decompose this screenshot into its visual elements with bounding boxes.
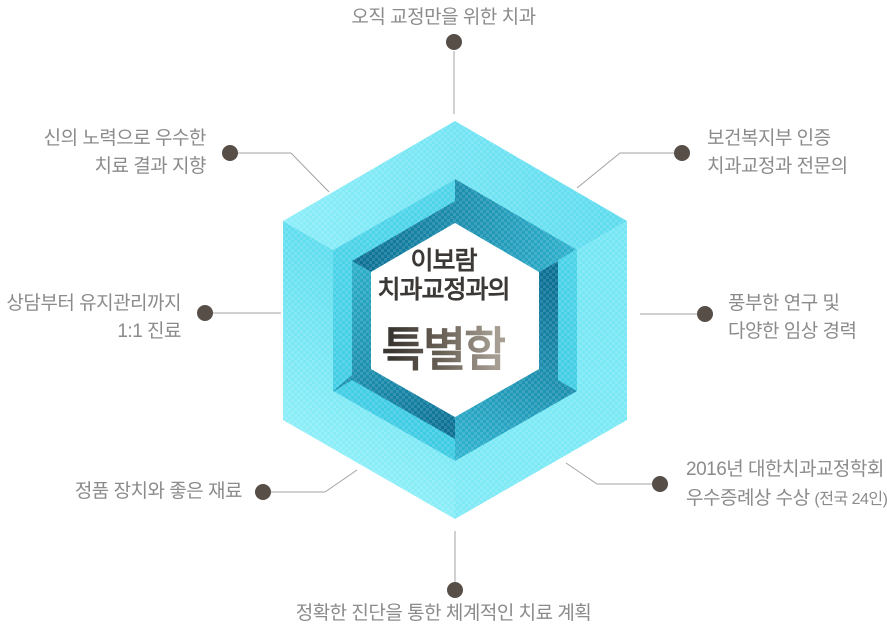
connector-dot-bottom-left (255, 484, 271, 500)
label-bottom-left: 정품 장치와 좋은 재료 (74, 478, 243, 506)
connector-dot-bottom (447, 582, 463, 598)
clinic-dept-line: 치과교정과의 (377, 276, 510, 304)
connector-line-top-right (576, 152, 674, 189)
connector-dot-right (697, 306, 713, 322)
label-line: 1:1 진료 (117, 321, 181, 342)
label-line: 우수증례상 수상 (전국 24인) (686, 484, 887, 514)
connector-dot-top (446, 34, 462, 50)
headline-text: 특별함 (382, 311, 508, 380)
label-line: 보건복지부 인증 (707, 128, 831, 149)
connector-dot-bottom-right (652, 476, 668, 492)
label-right: 풍부한 연구 및 다양한 임상 경력 (728, 290, 857, 346)
label-line: 오직 교정만을 위한 치과 (351, 7, 536, 28)
label-line: 정확한 진단을 통한 체계적인 치료 계획 (295, 603, 592, 624)
connector-line-top-left (238, 152, 330, 193)
label-line-note: (전국 24인) (814, 491, 887, 508)
label-top-left: 신의 노력으로 우수한 치료 결과 지향 (43, 125, 207, 181)
label-bottom: 정확한 진단을 통한 체계적인 치료 계획 (296, 600, 592, 628)
label-bottom-right: 2016년 대한치과교정학회 우수증례상 수상 (전국 24인) (686, 455, 887, 514)
label-line: 치료 결과 지향 (94, 156, 207, 177)
label-line: 다양한 임상 경력 (728, 321, 857, 342)
connector-dot-left (197, 305, 213, 321)
connector-dot-top-left (222, 145, 238, 161)
connector-lines (213, 51, 697, 582)
label-line-main: 우수증례상 수상 (686, 488, 810, 509)
label-line: 2016년 대한치과교정학회 (686, 459, 884, 480)
connector-line-bottom-left (271, 469, 358, 493)
label-line: 치과교정과 전문의 (707, 156, 848, 177)
connector-dot-top-right (674, 145, 690, 161)
emblem-center-text: 이보람 치과교정과의 특별함 (284, 247, 604, 380)
label-top: 오직 교정만을 위한 치과 (351, 4, 536, 32)
label-line: 상담부터 유지관리까지 (6, 293, 181, 314)
label-left: 상담부터 유지관리까지 1:1 진료 (6, 290, 181, 346)
label-line: 정품 장치와 좋은 재료 (74, 481, 243, 502)
hexagon-center-white (371, 223, 539, 417)
label-line: 신의 노력으로 우수한 (43, 128, 207, 149)
connector-line-bottom-right (565, 462, 652, 485)
connector-dots (197, 34, 713, 598)
clinic-name-line: 이보람 (410, 247, 477, 275)
label-line: 풍부한 연구 및 (728, 293, 840, 314)
label-top-right: 보건복지부 인증 치과교정과 전문의 (707, 125, 848, 181)
